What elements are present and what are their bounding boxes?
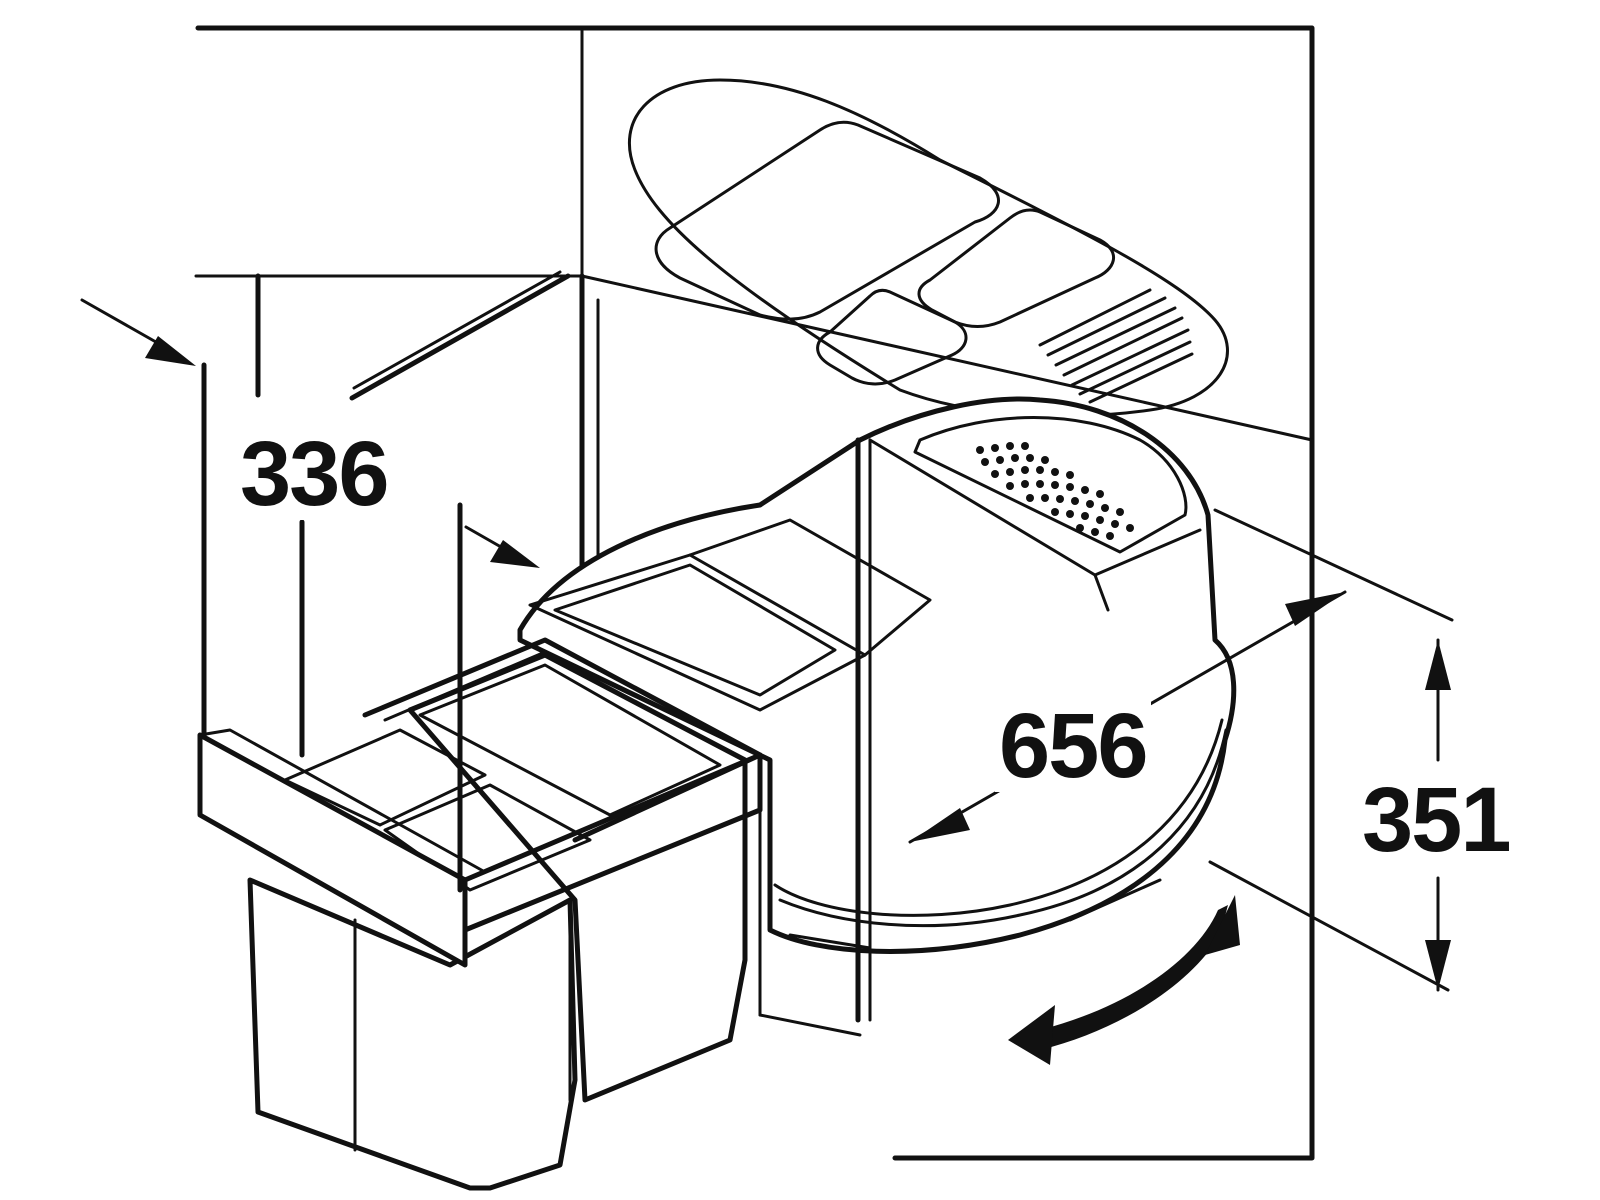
height-dimension-label: 351: [1358, 774, 1514, 866]
pull-out-drawer: [197, 502, 862, 1191]
sink-outline: [628, 78, 1229, 418]
depth-dimension-label: 336: [236, 428, 392, 520]
cabinet-outline: [194, 25, 1315, 1161]
perforated-lid: [976, 442, 1134, 540]
rotation-arrow: [1008, 895, 1240, 1065]
dimension-depth: [80, 298, 540, 568]
width-dimension-label: 656: [995, 700, 1151, 792]
carousel-unit: [517, 396, 1237, 1023]
dimension-height: [1425, 638, 1451, 992]
inner-shelf-edge: [349, 270, 571, 401]
